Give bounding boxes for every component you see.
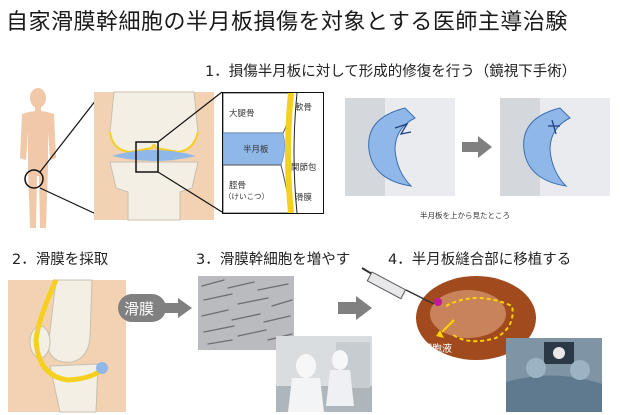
surgery-photo [506, 338, 602, 412]
step3-heading: 3．滑膜幹細胞を増やす [196, 252, 351, 268]
step2-heading: 2．滑膜を採取 [12, 252, 109, 268]
page-title: 自家滑膜幹細胞の半月板損傷を対象とする医師主導治験 [6, 10, 568, 35]
label-tibia: 脛骨 [229, 181, 247, 191]
step1-heading: 1．損傷半月板に対して形成的修復を行う（鏡視下手術） [205, 64, 577, 80]
synovium-label: 滑膜 [124, 300, 155, 318]
syringe-icon [361, 267, 435, 305]
right-arrow-icon [338, 296, 372, 320]
synovium-label-pill [118, 294, 166, 322]
label-tibia-reading: （けいこつ） [224, 192, 269, 201]
knee-highlight-circle [24, 169, 44, 189]
step4-heading: 4．半月板縫合部に移植する [388, 252, 572, 268]
label-cartilage: 軟骨 [295, 103, 313, 113]
zoom-box [135, 141, 159, 173]
cleanroom-lab-photo [276, 336, 372, 412]
human-body-figure [20, 88, 56, 228]
cell-fluid-label: 細胞液 [422, 344, 452, 355]
meniscus-top-view-damaged [345, 98, 455, 196]
knee-side-view [8, 278, 126, 413]
label-synovium: 滑膜 [295, 193, 313, 203]
joint-cross-section: 大腿骨 軟骨 半月板 関節包 脛骨 （けいこつ） 滑膜 [222, 92, 324, 214]
label-meniscus: 半月板 [243, 145, 269, 155]
meniscus-view-caption: 半月板を上から見たところ [420, 211, 510, 220]
label-capsule: 関節包 [291, 163, 317, 173]
right-arrow-icon [164, 298, 192, 318]
meniscus-top-view-repaired [500, 98, 610, 196]
right-arrow-icon [462, 136, 492, 158]
label-femur: 大腿骨 [229, 109, 255, 119]
